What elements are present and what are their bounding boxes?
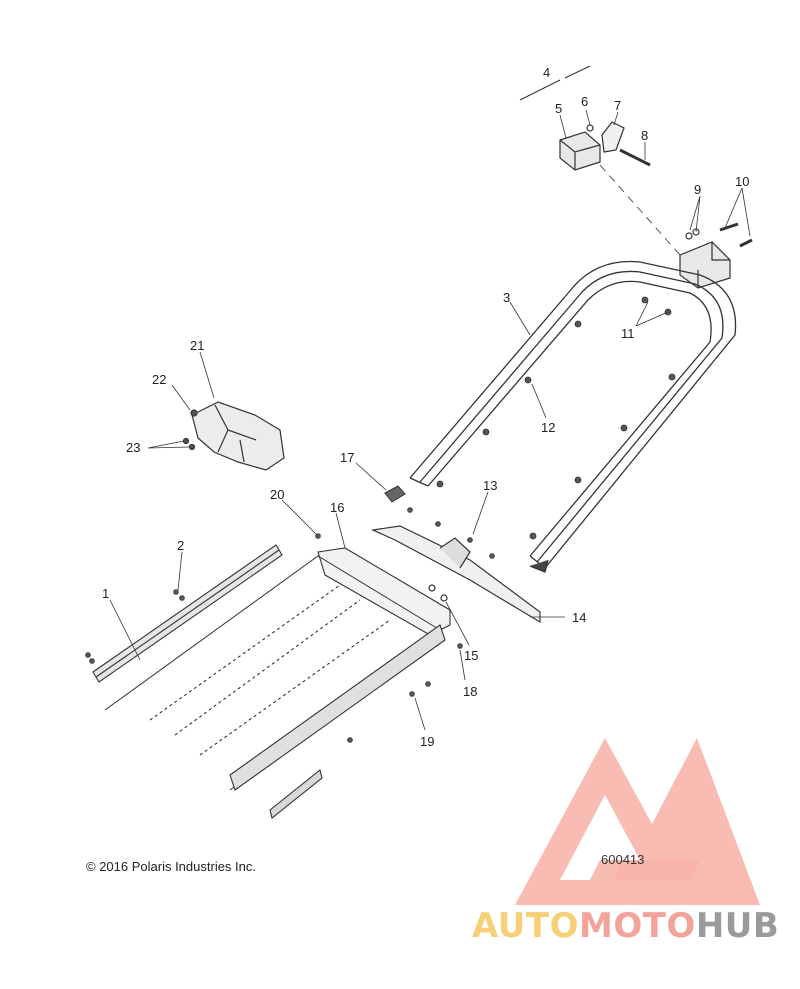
callout-8: 8	[641, 128, 648, 143]
callout-10: 10	[735, 174, 749, 189]
callout-16: 16	[330, 500, 344, 515]
callout-9: 9	[694, 182, 701, 197]
bumper	[384, 485, 406, 503]
brand-part-3: HUB	[695, 906, 780, 946]
callout-12: 12	[541, 420, 555, 435]
hinge-assembly	[519, 65, 753, 289]
callout-5: 5	[555, 101, 562, 116]
rack-frame	[409, 260, 737, 573]
callout-7: 7	[614, 98, 621, 113]
fairing	[182, 401, 285, 471]
brand-wordmark: AUTOMOTOHUB	[472, 906, 779, 946]
callout-21: 21	[190, 338, 204, 353]
brand-part-2: MOTO	[578, 906, 696, 946]
copyright-notice: © 2016 Polaris Industries Inc.	[86, 859, 256, 874]
brand-part-1: AUTO	[472, 906, 579, 946]
callout-20: 20	[270, 487, 284, 502]
callout-4: 4	[543, 65, 550, 80]
cargo-bed	[85, 533, 463, 819]
part-number: 600413	[601, 852, 645, 867]
callout-3: 3	[503, 290, 510, 305]
callout-6: 6	[581, 94, 588, 109]
callout-19: 19	[420, 734, 434, 749]
callout-2: 2	[177, 538, 184, 553]
callout-11: 11	[621, 326, 635, 341]
callout-13: 13	[483, 478, 497, 493]
callout-1: 1	[102, 586, 109, 601]
callout-18: 18	[463, 684, 477, 699]
callout-15: 15	[464, 648, 478, 663]
callout-23: 23	[126, 440, 140, 455]
leader-lines	[109, 109, 751, 731]
callout-22: 22	[152, 372, 166, 387]
callout-17: 17	[340, 450, 354, 465]
callout-labels: 1 2 3 4 5 6 7 8 9 10 11 12 13 14 15 16 1…	[102, 65, 749, 749]
watermark-logo	[515, 738, 760, 905]
callout-14: 14	[572, 610, 586, 625]
